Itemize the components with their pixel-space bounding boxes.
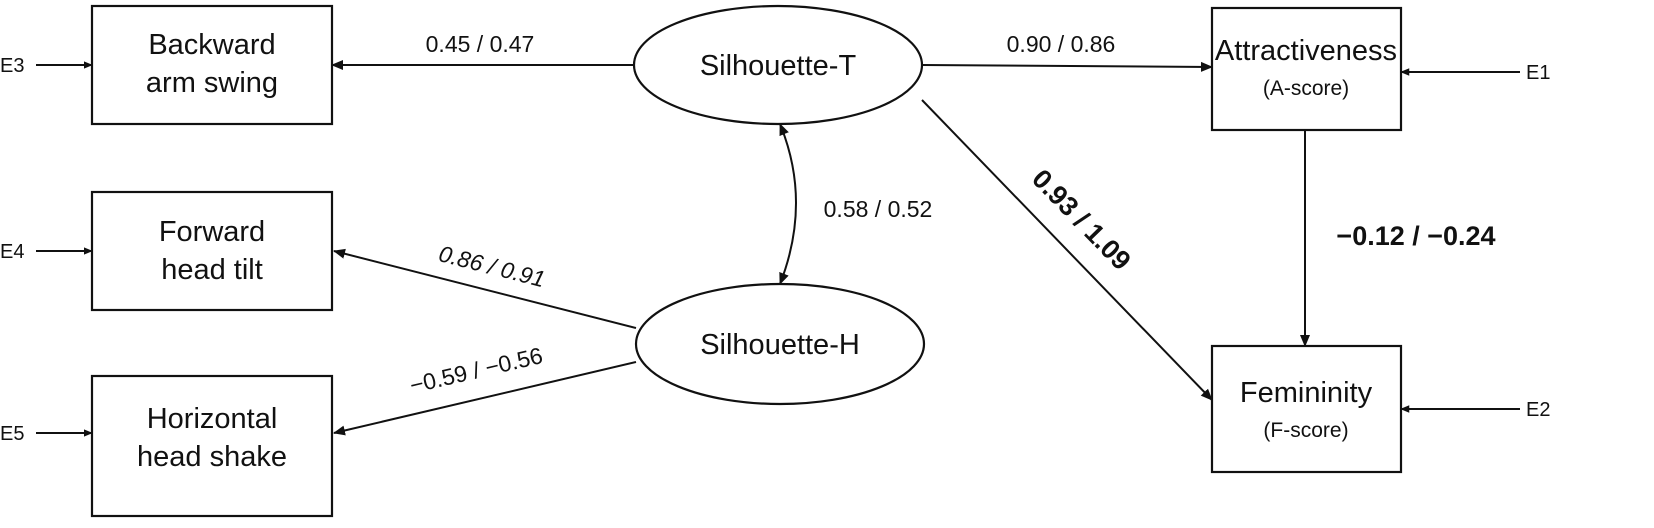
node-label-line-1: Backward: [148, 29, 275, 61]
coef-attractiveness-to-femininity: −0.12 / −0.24: [1336, 221, 1495, 251]
node-label: Silhouette-T: [700, 50, 857, 82]
coef-t-h-covariance: 0.58 / 0.52: [824, 196, 933, 222]
node-attractiveness: Attractiveness (A-score): [1210, 6, 1403, 132]
coef-h-to-head-shake: −0.59 / −0.56: [407, 342, 545, 398]
coef-t-to-femininity: 0.93 / 1.09: [1026, 164, 1136, 276]
node-label: Silhouette-H: [700, 329, 860, 361]
path-t-h-covariance: [779, 123, 797, 285]
coef-h-to-head-tilt: 0.86 / 0.91: [436, 240, 548, 292]
node-label-line-1: Forward: [159, 216, 265, 248]
node-label-line-2: head shake: [137, 441, 287, 473]
coef-t-to-arm-swing: 0.45 / 0.47: [426, 31, 535, 57]
node-title: Femininity: [1240, 377, 1373, 409]
node-silhouette-h: Silhouette-H: [634, 282, 926, 406]
error-label-e1: E1: [1526, 62, 1550, 84]
error-label-e5: E5: [0, 423, 24, 445]
node-subtitle: (F-score): [1263, 419, 1348, 442]
path-t-to-femininity: [921, 99, 1213, 401]
node-title: Attractiveness: [1215, 35, 1397, 67]
node-silhouette-t: Silhouette-T: [632, 4, 924, 126]
path-h-to-head-shake: [333, 361, 637, 436]
coef-t-to-attractiveness: 0.90 / 0.86: [1007, 31, 1116, 57]
node-label-line-2: arm swing: [146, 67, 278, 99]
node-backward-arm-swing: Backward arm swing: [90, 4, 334, 126]
path-h-to-head-tilt: [333, 248, 637, 329]
node-label-line-2: head tilt: [161, 254, 263, 286]
node-femininity: Femininity (F-score): [1210, 344, 1403, 474]
path-t-to-attractiveness: [921, 61, 1213, 72]
node-label-line-1: Horizontal: [147, 403, 278, 435]
error-label-e2: E2: [1526, 399, 1550, 421]
node-subtitle: (A-score): [1263, 77, 1349, 100]
error-label-e4: E4: [0, 241, 24, 263]
node-forward-head-tilt: Forward head tilt: [90, 190, 334, 312]
node-horizontal-head-shake: Horizontal head shake: [90, 374, 334, 518]
error-label-e3: E3: [0, 55, 24, 77]
